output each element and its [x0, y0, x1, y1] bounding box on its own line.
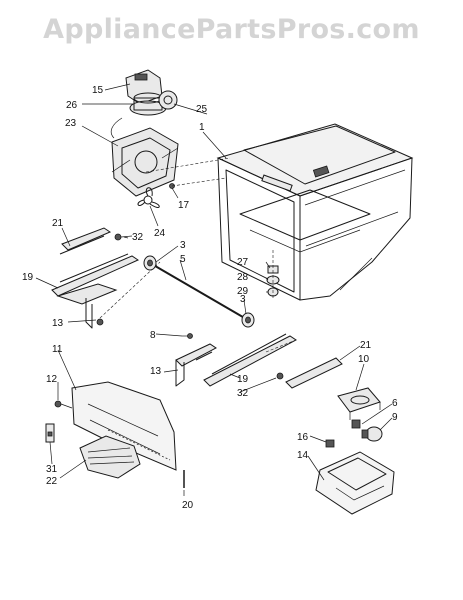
callout-21-upper: 21 — [52, 218, 64, 229]
callout-3-lower: 3 — [240, 294, 246, 305]
callout-24: 24 — [154, 228, 166, 239]
callout-14: 14 — [297, 450, 309, 461]
callout-1: 1 — [199, 122, 205, 133]
callout-16: 16 — [297, 432, 309, 443]
callout-15-upper: 15 — [92, 85, 104, 96]
callout-27: 27 — [237, 257, 249, 268]
light-housing — [315, 439, 395, 515]
callout-9: 9 — [392, 412, 398, 423]
callout-32-upper: 32 — [132, 232, 144, 243]
callout-3-upper: 3 — [180, 240, 186, 251]
leader-lines — [35, 83, 393, 496]
watermark: AppliancePartsPros.com — [43, 14, 420, 45]
callout-13-lower: 13 — [150, 366, 162, 377]
callout-5: 5 — [180, 254, 186, 265]
callout-17: 17 — [178, 200, 190, 211]
callout-19-lower: 19 — [237, 374, 249, 385]
callout-11: 11 — [52, 344, 63, 355]
roller-stack — [266, 250, 280, 300]
axle-rod-assembly — [143, 255, 255, 328]
callout-13-upper: 13 — [52, 318, 64, 329]
cover-panel — [45, 381, 185, 488]
fan-motor-assembly — [110, 69, 179, 208]
callout-20: 20 — [182, 500, 194, 511]
callout-32-lower: 32 — [237, 388, 249, 399]
lower-slide-rails — [203, 333, 343, 389]
crisper-pan — [216, 123, 414, 301]
callout-22: 22 — [46, 476, 58, 487]
callout-8: 8 — [150, 330, 156, 341]
callout-29: 29 — [237, 286, 249, 297]
callout-10: 10 — [358, 354, 370, 365]
lower-left-brackets — [175, 333, 217, 387]
callout-19-upper: 19 — [22, 272, 34, 283]
upper-slide-rails — [51, 227, 161, 329]
callout-23: 23 — [65, 118, 77, 129]
callout-12: 12 — [46, 374, 58, 385]
light-assembly — [337, 387, 383, 442]
callout-26: 26 — [66, 100, 78, 111]
callout-28: 28 — [237, 272, 249, 283]
callout-labels: 15 26 25 1 23 17 24 21 32 3 5 19 27 28 2… — [22, 85, 398, 511]
callout-25: 25 — [196, 104, 208, 115]
callout-21-lower: 21 — [360, 340, 372, 351]
callout-6: 6 — [392, 398, 398, 409]
callout-31: 31 — [46, 464, 58, 475]
